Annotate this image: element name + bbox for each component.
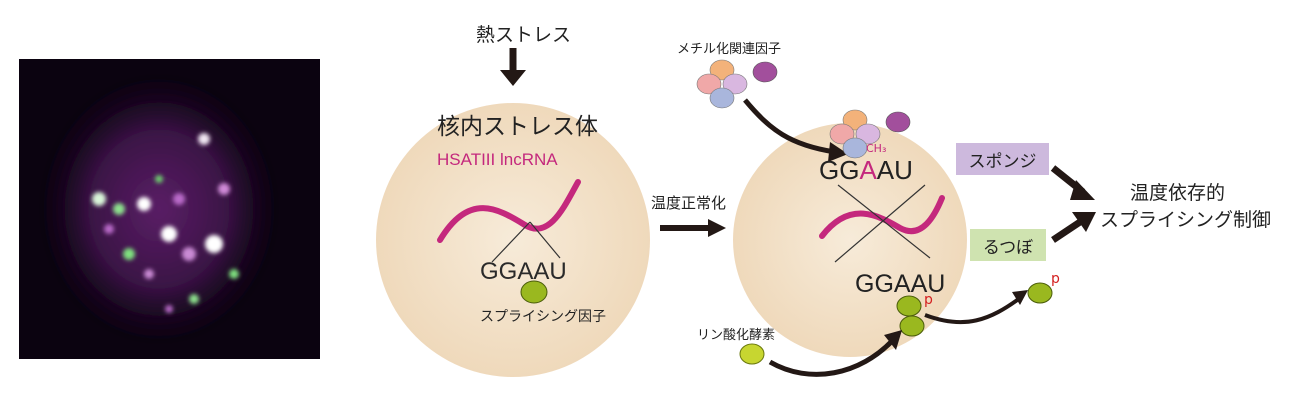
released-p-label: p	[1051, 271, 1060, 287]
sponge-box: スポンジ	[956, 143, 1049, 175]
methylation-factor-icon	[696, 59, 778, 109]
ggaau-left-label: GGAAU	[480, 258, 567, 285]
nuclear-stress-body-label: 核内ストレス体	[437, 114, 598, 140]
rutsubo-arrow	[1072, 212, 1096, 232]
rutsubo-box: るつぼ	[970, 229, 1046, 261]
ch3-label: CH₃	[866, 142, 887, 155]
hsatiii-rna-right	[819, 195, 945, 239]
sponge-arrow	[1070, 180, 1095, 200]
au-text: AU	[876, 155, 913, 185]
hsatiii-rna-left	[437, 179, 581, 243]
kinase-icon	[739, 343, 765, 365]
gg-text: GG	[819, 155, 860, 185]
ggaau-right-label: GGAAU	[855, 270, 946, 298]
temp-normalization-arrow	[708, 219, 726, 237]
heat-stress-label: 熱ストレス	[476, 24, 572, 46]
phospho-splicing-factor-icon	[896, 295, 922, 317]
microscopy-image	[19, 59, 320, 359]
methylation-factor-label: メチル化関連因子	[677, 42, 782, 57]
phospho-p-label: p	[924, 292, 933, 308]
released-splicing-factor-icon	[1027, 282, 1053, 304]
methyl-a-text: A	[859, 155, 877, 185]
result-line2: スプライシング制御	[1100, 209, 1272, 231]
splicing-factor-icon	[520, 280, 548, 304]
temp-normalization-label: 温度正常化	[651, 194, 727, 212]
splicing-factor-label: スプライシング因子	[480, 309, 606, 325]
hsatiii-label: HSATIII lncRNA	[437, 150, 558, 169]
result-line1: 温度依存的	[1130, 182, 1226, 204]
ggaau-methylated-label: GGAAU	[819, 155, 913, 186]
microscopy-icon	[44, 79, 274, 339]
bound-methylation-factor-icon	[829, 109, 911, 159]
kinase-label: リン酸化酵素	[697, 328, 776, 343]
